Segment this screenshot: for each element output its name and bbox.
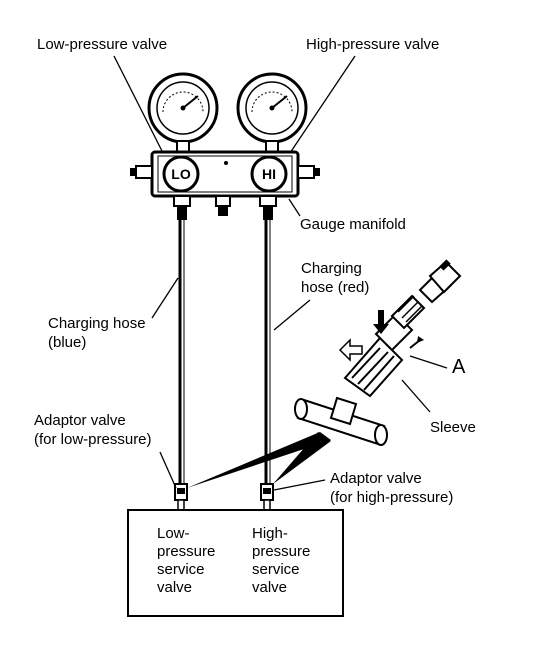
label-charging-hose-red-1: Charging bbox=[301, 260, 362, 277]
label-adaptor-low-1: Adaptor valve bbox=[34, 412, 126, 429]
svg-text:Low-: Low- bbox=[157, 525, 190, 542]
high-pressure-gauge bbox=[236, 72, 308, 144]
svg-text:valve: valve bbox=[252, 579, 287, 596]
svg-text:pressure: pressure bbox=[252, 543, 310, 560]
lo-knob-label: LO bbox=[171, 166, 191, 182]
charging-hose-blue bbox=[178, 220, 185, 484]
zoom-wedge-high bbox=[273, 432, 331, 484]
svg-text:valve: valve bbox=[157, 579, 192, 596]
zoom-wedge-low bbox=[187, 432, 331, 488]
label-low-pressure-valve: Low-pressure valve bbox=[37, 36, 167, 53]
label-adaptor-high-2: (for high-pressure) bbox=[330, 489, 453, 506]
low-pressure-gauge bbox=[147, 72, 219, 144]
svg-text:High-: High- bbox=[252, 525, 288, 542]
leader-lines bbox=[113, 55, 448, 491]
high-pressure-service-valve-label: High- pressure service valve bbox=[252, 525, 310, 596]
adaptor-valve-detail bbox=[294, 259, 462, 446]
gauge-manifold-body bbox=[130, 150, 320, 220]
low-pressure-service-valve-label: Low- pressure service valve bbox=[157, 525, 215, 596]
svg-text:service: service bbox=[252, 561, 300, 578]
label-a: A bbox=[452, 356, 466, 378]
service-valve-box bbox=[127, 509, 344, 617]
label-adaptor-high-1: Adaptor valve bbox=[330, 470, 422, 487]
charging-hose-red bbox=[264, 220, 271, 484]
svg-text:service: service bbox=[157, 561, 205, 578]
label-charging-hose-blue-2: (blue) bbox=[48, 334, 86, 351]
adaptor-valve-high bbox=[260, 483, 274, 511]
label-adaptor-low-2: (for low-pressure) bbox=[34, 431, 152, 448]
svg-text:pressure: pressure bbox=[157, 543, 215, 560]
label-sleeve: Sleeve bbox=[430, 419, 476, 436]
label-charging-hose-red-2: hose (red) bbox=[301, 279, 369, 296]
hi-knob-label: HI bbox=[262, 166, 276, 182]
adaptor-valve-low bbox=[174, 483, 188, 511]
label-gauge-manifold: Gauge manifold bbox=[300, 216, 406, 233]
label-high-pressure-valve: High-pressure valve bbox=[306, 36, 439, 53]
label-charging-hose-blue-1: Charging hose bbox=[48, 315, 146, 332]
